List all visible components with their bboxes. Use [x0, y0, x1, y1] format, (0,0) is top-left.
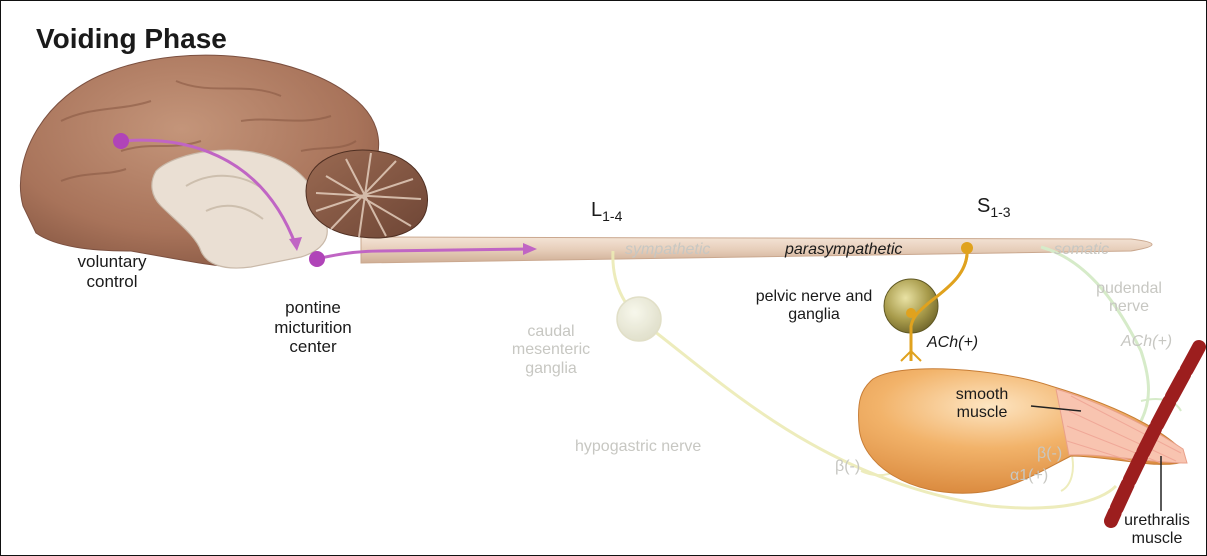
sacral-letter: S [977, 195, 990, 217]
beta-right-label: β(-) [1037, 445, 1062, 463]
smooth-muscle-label: smooth muscle [946, 386, 1018, 423]
lumbar-range: 1-4 [602, 208, 622, 224]
lumbar-letter: L [591, 199, 602, 221]
caudal-mesenteric-label: caudal mesenteric ganglia [501, 323, 601, 378]
sacral-node [961, 242, 973, 254]
pmc-node [309, 251, 325, 267]
pontine-micturition-center-label: pontine micturition center [263, 298, 363, 357]
brain [20, 55, 427, 268]
pudendal-nerve-label: pudendal nerve [1081, 280, 1177, 317]
sympathetic-label: sympathetic [625, 241, 710, 259]
sacral-segment-label: S1-3 [977, 195, 1011, 220]
somatic-ach-label: ACh(+) [1121, 333, 1172, 351]
sacral-range: 1-3 [990, 204, 1010, 220]
hypogastric-nerve-label: hypogastric nerve [575, 438, 701, 456]
somatic-label: somatic [1054, 241, 1109, 259]
parasympathetic-ach-label: ACh(+) [927, 334, 978, 352]
alpha-label: α1(+) [1010, 467, 1048, 485]
pelvic-nerve-label: pelvic nerve and ganglia [749, 288, 879, 325]
beta-left-label: β(-) [835, 458, 860, 476]
voluntary-control-label: voluntary control [73, 252, 151, 291]
page-title: Voiding Phase [36, 23, 227, 55]
urethralis-muscle-label: urethralis muscle [1111, 512, 1203, 549]
ganglion-node [906, 308, 916, 318]
parasympathetic-label: parasympathetic [785, 241, 902, 259]
caudal-mesenteric-ganglion [617, 297, 661, 341]
lumbar-segment-label: L1-4 [591, 199, 622, 224]
voluntary-node [113, 133, 129, 149]
